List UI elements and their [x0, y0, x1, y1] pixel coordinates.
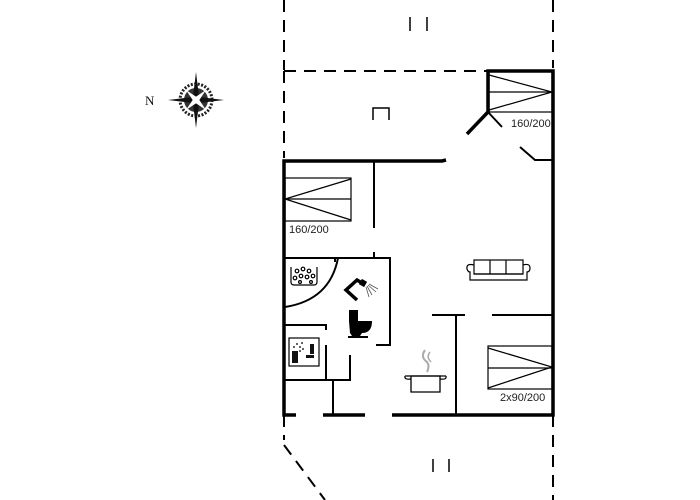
terrace-marks	[372, 17, 450, 472]
whirlpool-icon	[290, 266, 318, 286]
bed-size-label-top-right: 160/200	[511, 118, 551, 130]
bed-bottom-right-icon	[487, 345, 555, 390]
terrace-outline	[283, 0, 554, 500]
bed-size-label-left: 160/200	[289, 224, 329, 236]
exterior-walls	[282, 69, 555, 417]
sofa-icon	[466, 259, 531, 281]
bed-size-label-bottom-right: 2x90/200	[500, 392, 546, 404]
cooking-pot-icon	[404, 349, 447, 393]
sauna-icon	[288, 337, 320, 367]
bed-left-icon	[282, 177, 352, 222]
interior-walls	[284, 111, 553, 415]
compass-rose-icon	[168, 72, 224, 128]
bed-top-right-icon	[488, 70, 555, 113]
toilet-icon	[348, 310, 372, 338]
shower-icon	[343, 277, 379, 302]
north-label: N	[145, 93, 155, 108]
